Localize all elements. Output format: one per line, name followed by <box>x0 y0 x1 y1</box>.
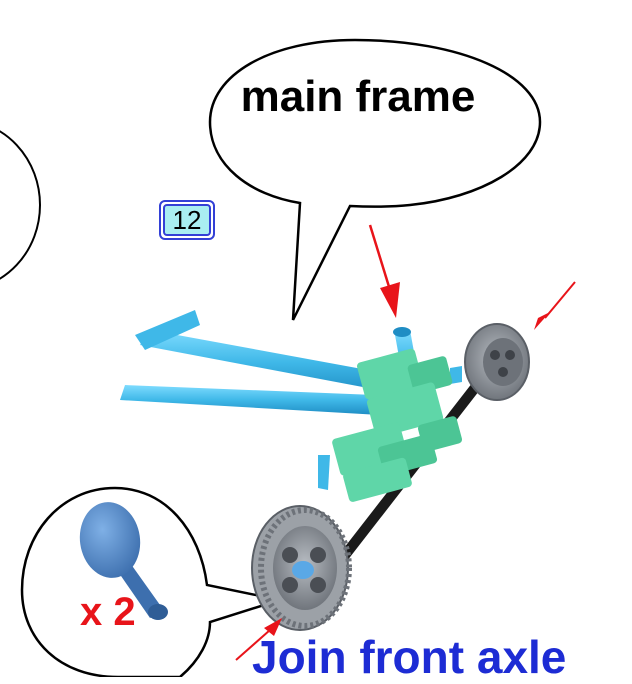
arrow-vertical-post <box>368 224 400 318</box>
parts-callout-bubble <box>20 486 285 677</box>
main-frame-speech-bubble <box>208 38 542 321</box>
part-quantity-label: x 2 <box>80 590 136 634</box>
rivet-peg-part <box>79 502 168 620</box>
arrow-front-wheel <box>235 618 282 661</box>
step-number-badge: 12 <box>159 200 215 240</box>
arrow-rear-wheel <box>534 281 576 330</box>
rear-wheel <box>464 323 530 401</box>
step-number: 12 <box>163 204 211 236</box>
instruction-caption: Join front axle <box>252 631 567 683</box>
red-arrows <box>235 224 576 661</box>
main-frame-label: main frame <box>240 72 476 121</box>
offscreen-callout-bubble <box>0 130 41 280</box>
front-wheel <box>251 505 352 631</box>
connector-blocks <box>332 348 463 502</box>
